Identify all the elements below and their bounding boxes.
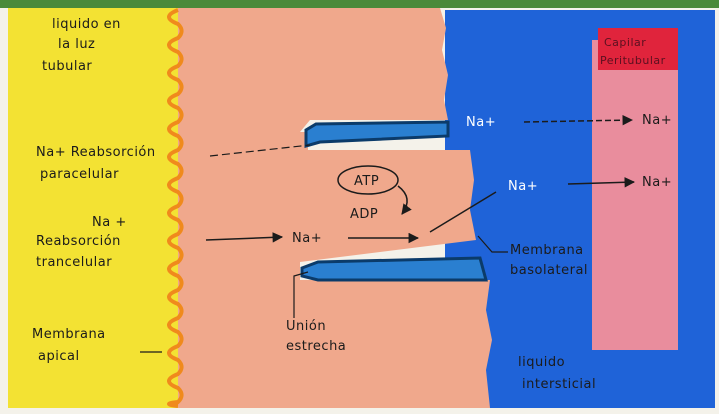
atp-label: ATP <box>354 174 379 189</box>
peritubular-capillary <box>592 40 678 350</box>
tight-junction-label-line2: estrecha <box>286 339 346 354</box>
apical-label-line2: apical <box>38 349 80 364</box>
paracellular-label-line2: paracelular <box>40 167 119 182</box>
top-green-strip <box>0 0 719 8</box>
lumen-label-line3: tubular <box>42 59 92 74</box>
basolateral-label-line2: basolateral <box>510 263 588 278</box>
transcellular-label-line2: Reabsorción <box>36 234 121 249</box>
lumen-label-line1: liquido en <box>52 17 121 32</box>
transcellular-label-line3: trancelular <box>36 255 112 270</box>
lumen-label-line2: la luz <box>58 37 95 52</box>
tight-junction-label-line1: Unión <box>286 319 326 334</box>
intercellular-space-lower <box>302 258 486 280</box>
apical-label-line1: Membrana <box>32 327 106 342</box>
adp-label: ADP <box>350 207 378 222</box>
na-interstitial-top-label: Na+ <box>466 115 496 130</box>
paracellular-label-line1: Na+ Reabsorción <box>36 145 156 160</box>
capillary-label-line1: Capilar <box>604 36 646 49</box>
cell-gap-lower <box>178 262 300 280</box>
tubular-lumen-region <box>8 8 178 408</box>
epithelial-cell-middle <box>178 150 476 262</box>
epithelial-cell-upper <box>178 8 448 132</box>
transcellular-label-line1: Na + <box>92 215 127 230</box>
na-capillary-mid-label: Na+ <box>642 175 672 190</box>
na-interstitial-mid-label: Na+ <box>508 179 538 194</box>
interstitial-label-line1: liquido <box>518 355 565 370</box>
na-capillary-top-label: Na+ <box>642 113 672 128</box>
interstitial-label-line2: intersticial <box>522 377 596 392</box>
na-cell-label: Na+ <box>292 231 322 246</box>
capillary-label-line2: Peritubular <box>600 54 666 67</box>
basolateral-label-line1: Membrana <box>510 243 584 258</box>
